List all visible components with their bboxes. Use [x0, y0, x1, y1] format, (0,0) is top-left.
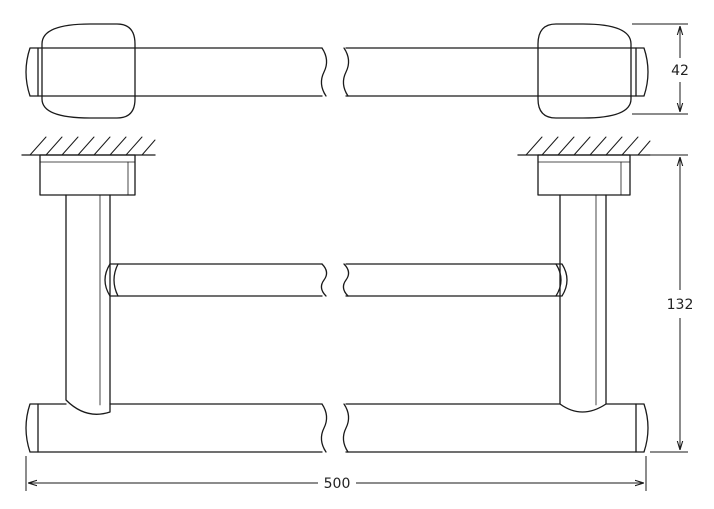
middle-bar-left-segment	[117, 263, 323, 297]
middle-bar-break-left	[320, 263, 328, 297]
dimension-depth-label: 132	[667, 297, 694, 313]
bottom-bar-break-right	[342, 403, 350, 453]
right-bracket-plate	[537, 23, 632, 119]
middle-bar-right-segment	[345, 263, 557, 297]
left-wall-mount	[39, 154, 136, 196]
bottom-left-end-cap	[25, 403, 39, 453]
top-bar-break-left	[320, 47, 328, 97]
left-bracket-plate	[41, 23, 136, 119]
dimension-width-label: 500	[324, 476, 351, 492]
top-bar-right-segment	[345, 47, 637, 97]
dimension-height-label: 42	[671, 63, 689, 79]
bottom-right-end-cap	[635, 403, 649, 453]
wall-hatch-left	[29, 136, 156, 156]
top-view	[25, 23, 649, 119]
left-arm	[65, 194, 111, 415]
wall-hatch-right	[525, 136, 651, 156]
dimension-width	[25, 456, 647, 491]
top-bar-break-right	[342, 47, 350, 97]
bottom-bar-right-segment	[345, 403, 637, 453]
right-arm	[559, 194, 607, 413]
bottom-bar-left-segment	[37, 403, 323, 453]
bottom-bar-break-left	[320, 403, 328, 453]
right-end-cap	[635, 47, 649, 97]
side-view	[21, 136, 651, 453]
middle-bar-left-collar	[104, 263, 119, 297]
middle-bar-break-right	[342, 263, 350, 297]
right-wall-mount	[537, 154, 631, 196]
dimension-depth	[650, 154, 688, 453]
middle-bar-right-collar	[555, 263, 568, 297]
top-bar-left-segment	[37, 47, 323, 97]
left-end-cap	[25, 47, 39, 97]
dimension-height	[632, 23, 688, 115]
